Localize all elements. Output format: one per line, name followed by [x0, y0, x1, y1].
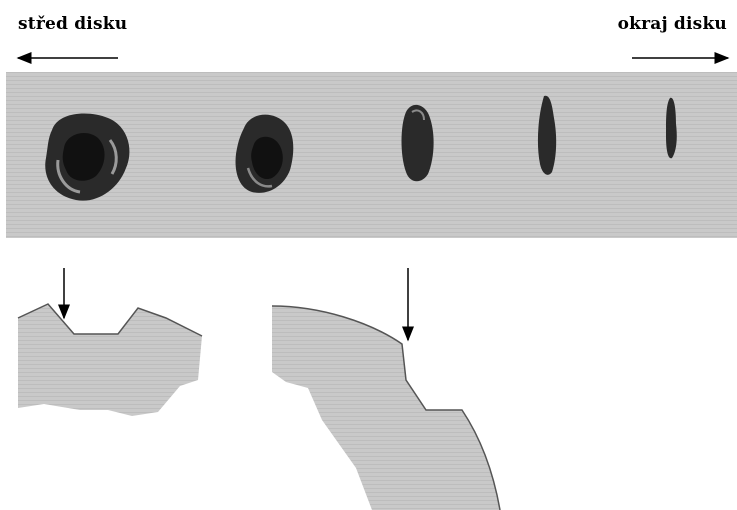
cross-section-edge — [272, 306, 500, 510]
spot-3 — [402, 105, 434, 181]
cross-section-center — [18, 304, 202, 416]
